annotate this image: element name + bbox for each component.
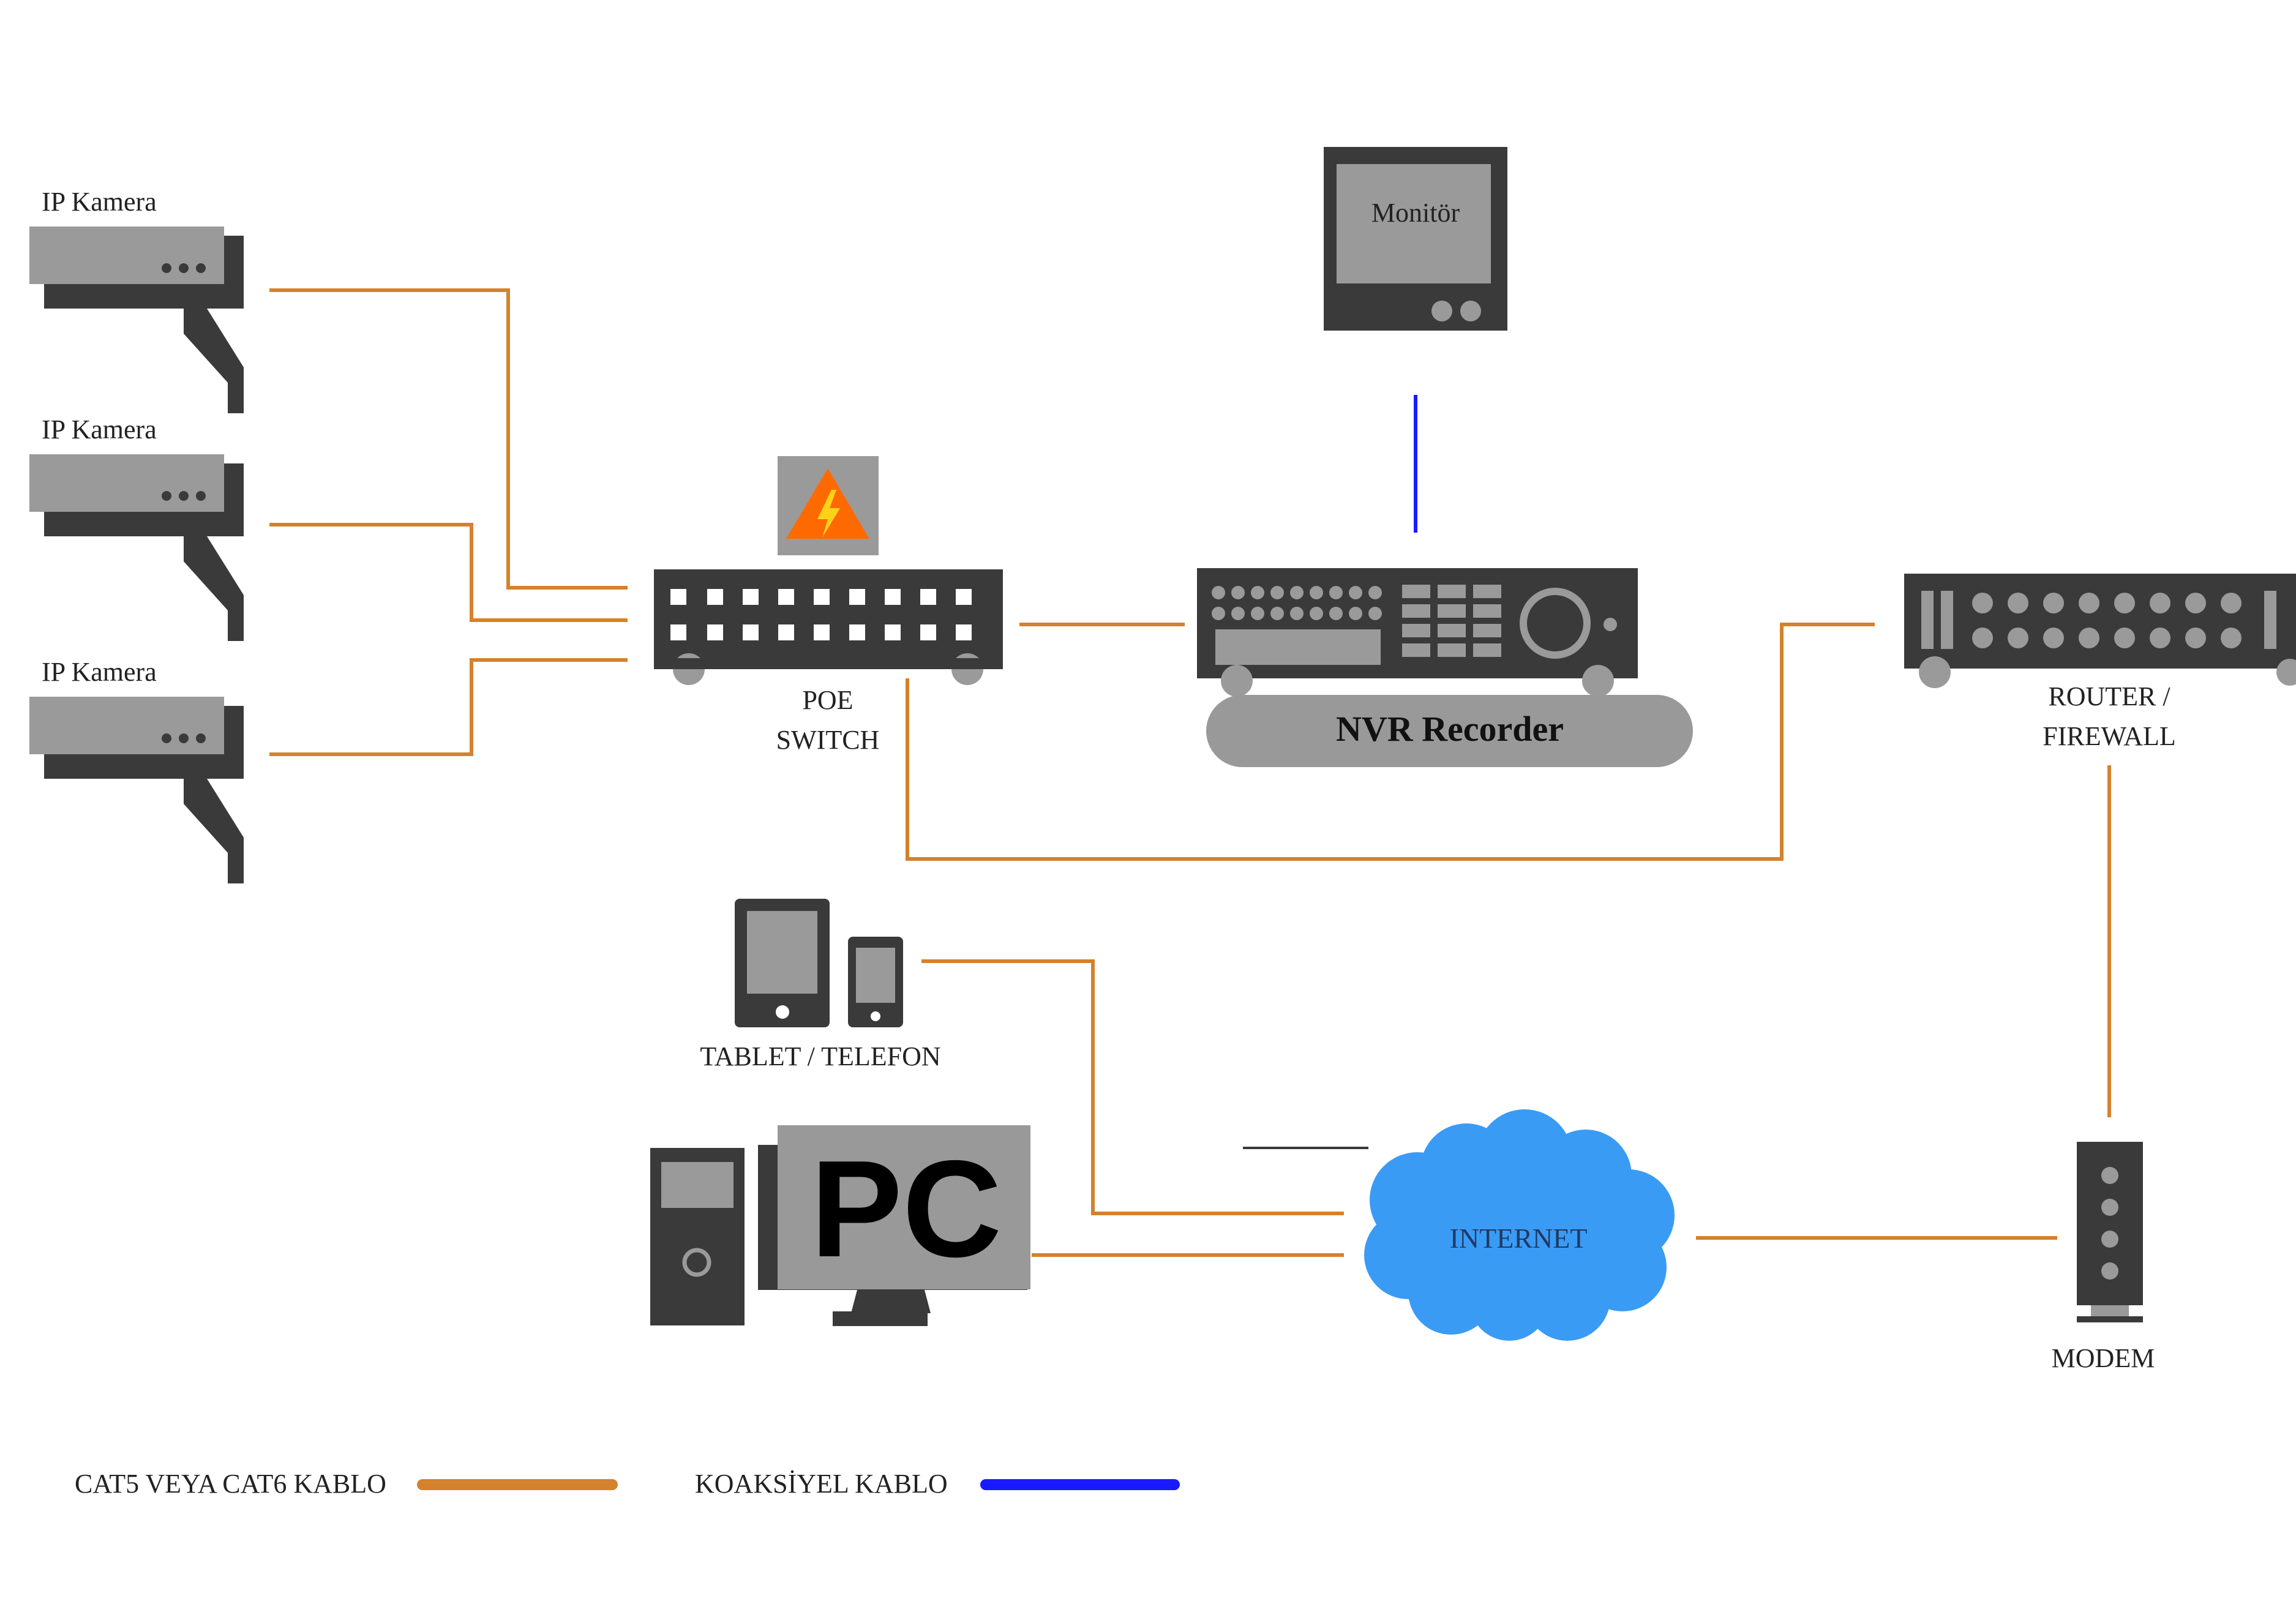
- cloud-icon: [1364, 1109, 1675, 1341]
- camera-label: IP Kamera: [42, 657, 157, 687]
- camera-icon: [29, 454, 244, 641]
- monitor-label: Monitör: [1371, 198, 1460, 228]
- cable-camera-1-switch: [269, 288, 628, 590]
- legend: CAT5 VEYA CAT6 KABLO KOAKSİYEL KABLO: [75, 1469, 1180, 1499]
- nvr-label-pill: [1206, 695, 1693, 767]
- monitor-icon: [1324, 147, 1507, 331]
- switch-icon: [654, 569, 1003, 685]
- cable-camera-2-switch: [269, 523, 628, 622]
- cable-switch-router: [906, 623, 1875, 861]
- nvr-icon: [1197, 568, 1638, 697]
- power-warning-icon: [778, 456, 879, 555]
- pc-label: PC: [811, 1131, 1002, 1286]
- cable-tablet-internet: [921, 959, 1344, 1215]
- tablet-phone-label: TABLET / TELEFON: [700, 1041, 940, 1071]
- cat-cables: [269, 288, 2111, 1257]
- router-icon: [1904, 574, 2296, 688]
- legend-cat-label: CAT5 VEYA CAT6 KABLO: [75, 1469, 386, 1499]
- internet: INTERNET: [1243, 1109, 1675, 1341]
- monitor: Monitör: [1324, 147, 1507, 331]
- modem-icon: [2077, 1142, 2143, 1322]
- phone-icon: [848, 937, 903, 1027]
- camera-icon: [29, 227, 244, 413]
- nvr-recorder: NVR Recorder: [1197, 568, 1693, 767]
- pc-label-box: [778, 1125, 1030, 1289]
- tablet-icon: [735, 899, 830, 1027]
- internet-label: INTERNET: [1450, 1223, 1588, 1254]
- ip-camera-3: IP Kamera: [29, 657, 244, 883]
- tablet-phone: TABLET / TELEFON: [700, 899, 941, 1071]
- cable-camera-3-switch: [269, 658, 628, 756]
- camera-icon: [29, 697, 244, 883]
- camera-label: IP Kamera: [42, 414, 157, 444]
- modem: MODEM: [2052, 1142, 2155, 1373]
- router-firewall: ROUTER / FIREWALL: [1904, 574, 2296, 751]
- switch-label-line1: POE: [802, 685, 853, 715]
- computer-tower-icon: [650, 1148, 745, 1325]
- router-label-line2: FIREWALL: [2043, 721, 2176, 751]
- modem-label: MODEM: [2052, 1343, 2155, 1373]
- pc: PC: [650, 1125, 1030, 1326]
- ip-camera-1: IP Kamera: [29, 187, 244, 413]
- camera-label: IP Kamera: [42, 187, 157, 217]
- router-label-line1: ROUTER /: [2048, 681, 2170, 711]
- nvr-label: NVR Recorder: [1336, 709, 1564, 749]
- poe-switch: POE SWITCH: [654, 456, 1003, 755]
- switch-label-line2: SWITCH: [776, 725, 880, 755]
- legend-coax-label: KOAKSİYEL KABLO: [695, 1469, 948, 1499]
- ip-camera-2: IP Kamera: [29, 414, 244, 641]
